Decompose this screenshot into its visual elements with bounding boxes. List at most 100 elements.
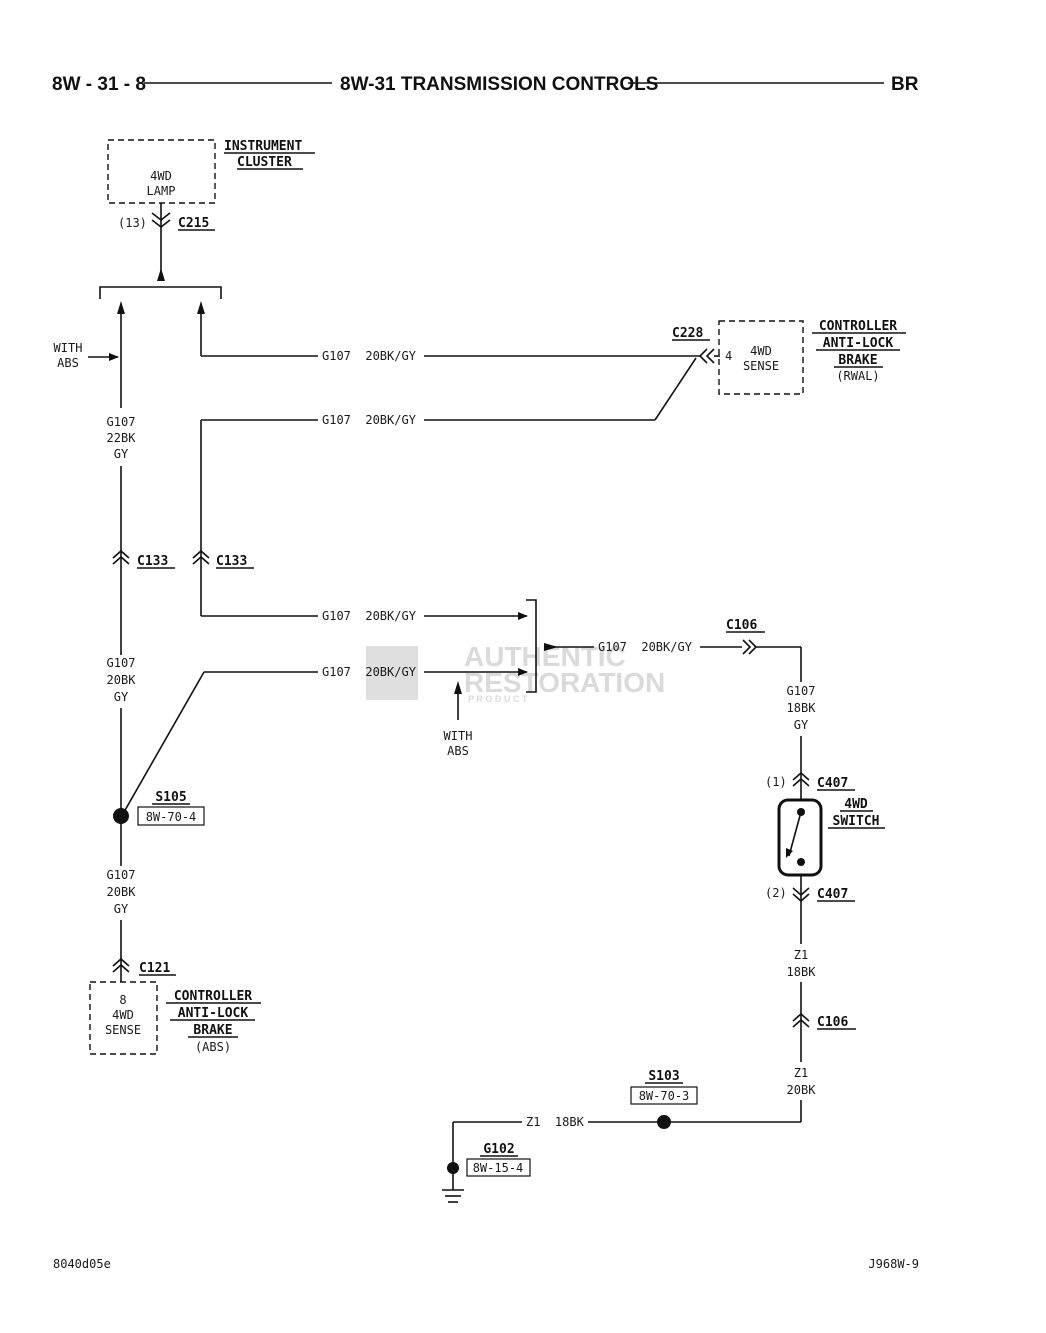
connector-c133-left-symbol: [112, 549, 130, 565]
connector-c133-left-label: C133: [137, 554, 168, 569]
controller-abs-pin: 8: [119, 993, 126, 1007]
splice-s103-label: S103: [648, 1069, 679, 1084]
connector-c228-symbol: [698, 348, 715, 364]
connector-c133-left: C133: [112, 549, 175, 569]
controller-abs-name-line1: CONTROLLER: [174, 989, 252, 1004]
connector-c133-right: C133: [192, 549, 254, 569]
wire-to-c106: G107 20BK/GY C106: [544, 618, 802, 682]
ground-g102-label: G102: [483, 1142, 514, 1157]
switch-contact-arrow-icon: [786, 848, 793, 858]
connector-c106-lower-symbol: [792, 1012, 810, 1028]
ground-g102-dot: [447, 1162, 459, 1174]
connector-c407-bottom-symbol: [792, 887, 810, 903]
connector-c228: C228: [672, 326, 720, 364]
option-bracket-merge: [526, 599, 537, 693]
wire-label: G107 20BK/GY: [598, 640, 693, 654]
component-function: SENSE: [743, 359, 779, 373]
wire-label: Z1: [794, 948, 808, 962]
page-number: 8W - 31 - 8: [52, 74, 146, 95]
splice-s103: S103 8W-70-3: [630, 1069, 698, 1129]
arrowhead-up-icon: [197, 301, 205, 314]
wire-label: Z1 18BK: [526, 1115, 585, 1129]
controller-abs-variant: (ABS): [195, 1040, 231, 1054]
connector-c407-top-label: C407: [817, 776, 848, 791]
page-header: 8W - 31 - 8 8W-31 TRANSMISSION CONTROLS …: [52, 74, 919, 95]
connector-c407-top: (1) C407: [765, 771, 855, 791]
splice-s105-label: S105: [155, 790, 186, 805]
controller-rwal-name-line3: BRAKE: [838, 353, 877, 368]
wire-label: G107 20BK/GY: [322, 665, 417, 679]
four-wd-switch: 4WD SWITCH: [777, 797, 885, 877]
wire-label: 18BK: [787, 965, 817, 979]
connector-c121-label: C121: [139, 961, 170, 976]
note-text: WITH: [444, 729, 473, 743]
option-bracket-top: [99, 286, 222, 299]
wire-label: GY: [114, 902, 129, 916]
wire-label: G107: [107, 868, 136, 882]
wire-label: G107 20BK/GY: [322, 349, 417, 363]
wire-rwal-upper: G107 20BK/GY: [197, 301, 700, 363]
ground-g102: G102 8W-15-4: [442, 1142, 531, 1203]
connector-c228-label: C228: [672, 326, 703, 341]
connector-c121-symbol: [112, 957, 130, 973]
connector-c133-right-symbol: [192, 549, 210, 565]
wire-merge-upper: G107 20BK/GY: [201, 609, 528, 623]
wire-label: GY: [114, 690, 129, 704]
wire-label: G107 20BK/GY: [322, 413, 417, 427]
wire-label: 22BK: [107, 431, 137, 445]
model-code: BR: [891, 74, 919, 95]
footer-right-code: J968W-9: [868, 1257, 919, 1271]
connector-c121: C121: [112, 957, 176, 976]
wire-ground-run: Z1 18BK: [452, 1115, 664, 1190]
connector-c215-label: C215: [178, 216, 209, 231]
wire-rwal-lower: G107 20BK/GY: [200, 357, 697, 616]
component-function: SENSE: [105, 1023, 141, 1037]
controller-rwal-box: [718, 320, 804, 395]
wire-label: G107: [107, 415, 136, 429]
note-with-abs-mid: WITH ABS: [444, 681, 473, 758]
cluster-name-line2: CLUSTER: [237, 155, 292, 170]
controller-abs-box: [89, 981, 158, 1055]
wire-label: G107: [107, 656, 136, 670]
watermark-logo: [366, 646, 418, 700]
splice-s105-ref-box: [137, 806, 205, 826]
switch-name-line1: 4WD: [844, 797, 868, 812]
controller-abs: 8 4WD SENSE CONTROLLER ANTI-LOCK BRAKE (…: [89, 981, 261, 1055]
wire-label: G107 20BK/GY: [322, 609, 417, 623]
wire-switch-out: Z1 18BK C106 Z1 20BK: [664, 948, 856, 1123]
wire-label: 18BK: [787, 701, 817, 715]
wire-label: 20BK: [107, 673, 137, 687]
watermark-line3: P R O D U C T: [468, 694, 528, 704]
controller-rwal: 4 4WD SENSE CONTROLLER ANTI-LOCK BRAKE (…: [718, 319, 906, 395]
wire-label: 20BK: [787, 1083, 817, 1097]
connector-c106-upper-symbol: [742, 639, 758, 655]
switch-terminal: [797, 858, 805, 866]
note-text: WITH: [54, 341, 83, 355]
note-text: ABS: [447, 744, 469, 758]
splice-s105-ref: 8W-70-4: [146, 810, 197, 824]
controller-rwal-name-line2: ANTI-LOCK: [823, 336, 894, 351]
wire-label: GY: [114, 447, 129, 461]
connector-c215: (13) C215: [118, 203, 215, 281]
section-title: 8W-31 TRANSMISSION CONTROLS: [340, 74, 658, 95]
controller-abs-name-line3: BRAKE: [193, 1023, 232, 1038]
wire-label: Z1: [794, 1066, 808, 1080]
arrowhead-up-icon: [454, 681, 462, 694]
cluster-name-line1: INSTRUMENT: [224, 139, 302, 154]
controller-rwal-variant: (RWAL): [836, 369, 879, 383]
footer-left-code: 8040d05e: [53, 1257, 111, 1271]
connector-c407-top-pin: (1): [765, 775, 787, 789]
wire-label: G107: [787, 684, 816, 698]
connector-c133-right-label: C133: [216, 554, 247, 569]
component-function: 4WD: [750, 344, 772, 358]
controller-rwal-name-line1: CONTROLLER: [819, 319, 897, 334]
controller-abs-name-line2: ANTI-LOCK: [178, 1006, 249, 1021]
cluster-function-line2: LAMP: [147, 184, 176, 198]
splice-s105: S105 8W-70-4: [113, 790, 205, 826]
note-with-abs-left: WITH ABS: [54, 341, 119, 370]
note-text: ABS: [57, 356, 79, 370]
arrowhead-up-icon: [157, 268, 165, 281]
wire-label: 20BK: [107, 885, 137, 899]
wire-merge-lower: G107 20BK/GY: [123, 665, 528, 813]
